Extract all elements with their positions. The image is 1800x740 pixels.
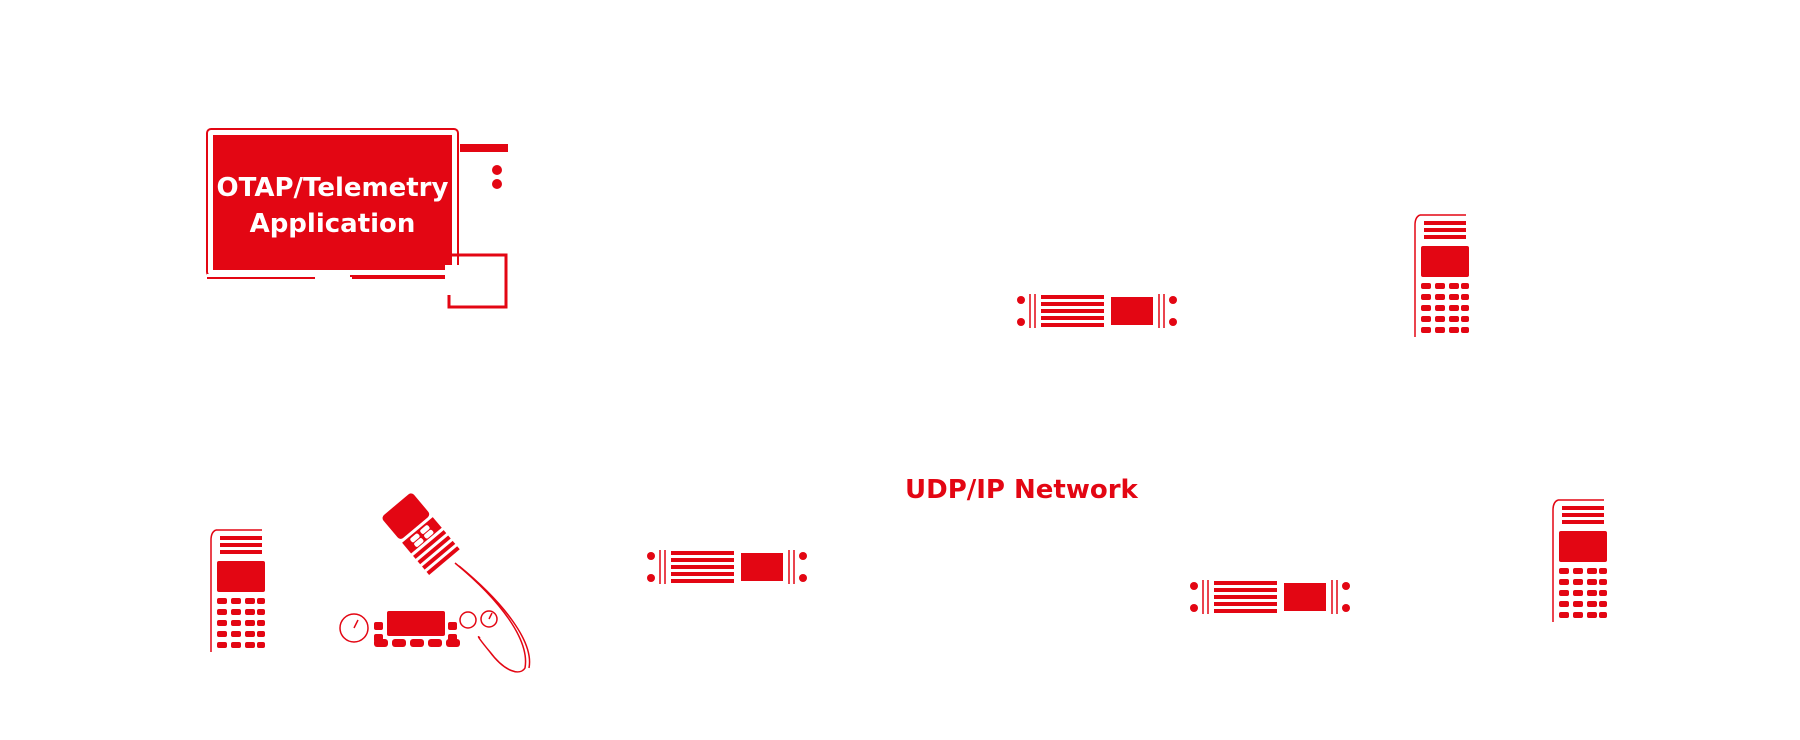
monitor-icon [206,128,508,309]
handheld-radio-icon [1414,214,1470,338]
network-label: UDP/IP Network [905,475,1138,505]
application-title: OTAP/Telemetry Application [210,170,455,242]
repeater-icon [1189,579,1351,615]
application-title-line2: Application [249,209,416,239]
repeater-icon [1016,293,1178,329]
mobile-radio-icon [339,610,498,647]
repeater-icon [646,549,808,585]
handheld-radio-icon [1552,499,1608,623]
microphone-icon [382,493,531,673]
handheld-radio-icon [210,529,266,653]
application-title-line1: OTAP/Telemetry [216,173,449,203]
